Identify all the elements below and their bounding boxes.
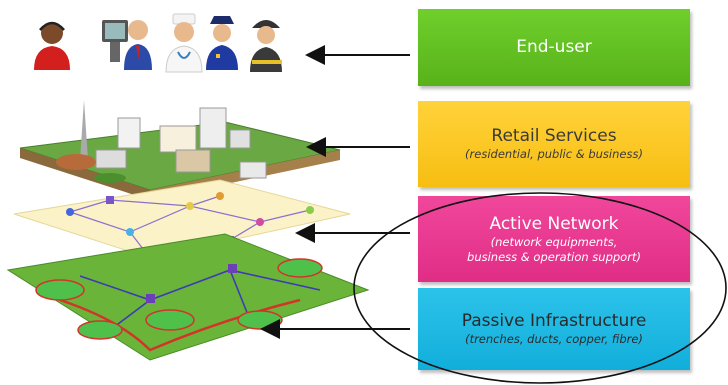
doctor-person-icon	[165, 13, 203, 73]
layer-box-active-network: Active Network (network equipments, busi…	[418, 196, 690, 282]
infrastructure-layer-illustration	[6, 233, 370, 361]
layer-subtitle: (residential, public & business)	[465, 147, 643, 161]
layer-title: Retail Services	[491, 126, 617, 146]
layer-subtitle: (network equipments,	[490, 234, 618, 249]
people-icons	[34, 13, 282, 73]
switch-icon-2	[228, 264, 237, 273]
connector-arrows	[260, 45, 410, 339]
layer-title: Passive Infrastructure	[461, 311, 647, 331]
computer-user-icon	[102, 20, 152, 70]
layer-subtitle-2: business & operation support)	[467, 249, 641, 264]
layer-box-passive-infrastructure: Passive Infrastructure (trenches, ducts,…	[418, 288, 690, 370]
layer-box-retail-services: Retail Services (residential, public & b…	[418, 101, 690, 187]
switch-icon	[146, 294, 155, 303]
network-layer-illustration	[13, 179, 351, 259]
operator-person-icon	[34, 21, 70, 70]
layer-box-end-user: End-user	[418, 9, 690, 86]
layer-title: Active Network	[489, 213, 619, 234]
city-illustration	[19, 100, 341, 200]
layer-title: End-user	[516, 37, 592, 57]
layer-subtitle: (trenches, ducts, copper, fibre)	[465, 332, 643, 346]
police-person-icon	[206, 16, 238, 70]
firefighter-person-icon	[250, 20, 282, 72]
